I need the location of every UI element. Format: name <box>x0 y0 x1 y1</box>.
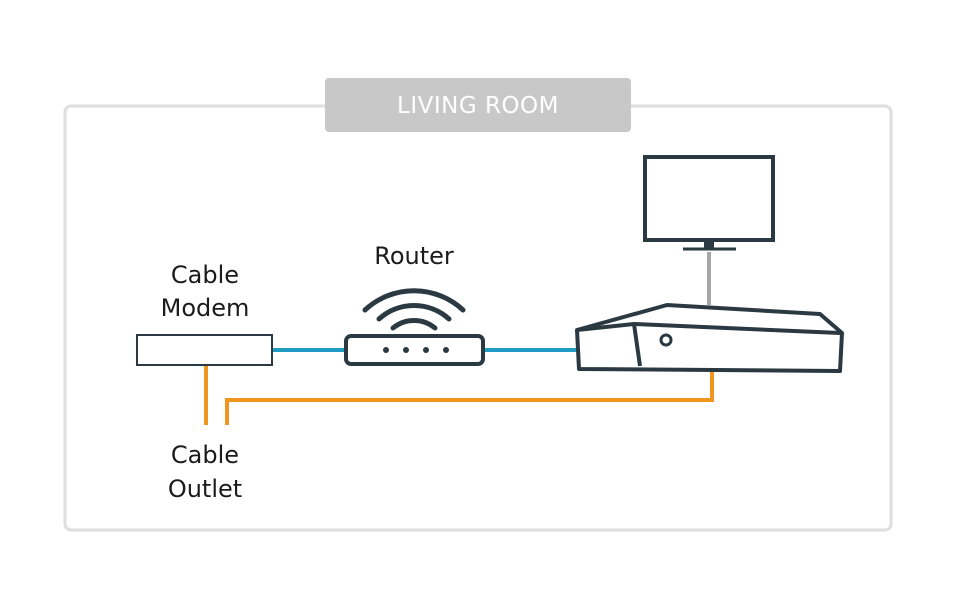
coax-cable-outlet-to-tv-box <box>225 366 714 425</box>
cable-modem-label-line1: Cable <box>171 261 239 289</box>
router-body-icon <box>344 334 485 366</box>
tv-box <box>575 303 844 373</box>
cable-outlet-label-line2: Outlet <box>168 475 242 503</box>
cables <box>204 252 714 425</box>
cable-modem-icon <box>136 334 273 366</box>
cable-outlet: Cable Outlet <box>168 441 242 503</box>
router-label: Router <box>374 242 454 270</box>
tv-box-power-button-icon <box>659 333 673 347</box>
cable-modem: Cable Modem <box>136 261 273 366</box>
television <box>643 155 775 251</box>
router-status-lights <box>383 347 449 353</box>
tv-box-body-icon <box>575 303 844 373</box>
room-title-background <box>325 78 631 132</box>
room-title-tab: LIVING ROOM <box>325 78 631 132</box>
wifi-signal-icon <box>362 288 466 331</box>
router: Router <box>344 242 485 366</box>
tv-neck-icon <box>704 240 714 248</box>
cable-outlet-label-line1: Cable <box>171 441 239 469</box>
tv-box-front-edge-icon <box>632 323 642 367</box>
room-title: LIVING ROOM <box>397 93 559 119</box>
tv-screen-icon <box>643 155 775 242</box>
cable-modem-label-line2: Modem <box>161 294 250 322</box>
